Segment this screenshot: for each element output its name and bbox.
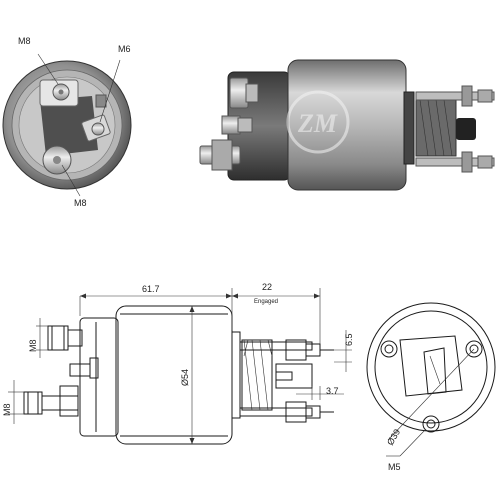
- photo-watermark-text: ZM: [297, 109, 338, 138]
- photo-side-bolt-bottom: [199, 139, 241, 171]
- drawing-terminal-bottom: [23, 385, 79, 417]
- dim-diameter: Ø54: [180, 306, 195, 444]
- dim-offset-small-text: 3.7: [326, 386, 339, 396]
- drawing-terminal-top: [47, 325, 83, 351]
- dim-terminal-bottom-text: M8: [2, 403, 12, 416]
- photo-side-bolt-top: [229, 77, 259, 109]
- dim-terminal-bottom: M8: [2, 380, 24, 424]
- photo-side-bolt-mid: [221, 115, 253, 135]
- photo-label-m8-top: M8: [18, 36, 31, 46]
- drawing-spring: [241, 339, 273, 411]
- photo-label-m8-bottom: M8: [74, 198, 87, 208]
- photo-side-view: ZM: [199, 59, 495, 191]
- dim-mount-thread-text: M5: [388, 462, 401, 472]
- photo-side-spring: [415, 99, 457, 157]
- dim-terminal-top-text: M8: [28, 339, 38, 352]
- dim-offset-top: 6.5: [334, 330, 354, 372]
- dim-offset-small: 3.7: [296, 386, 344, 400]
- photo-label-m6: M6: [118, 44, 131, 54]
- dim-plunger-travel-text: 22: [262, 282, 272, 292]
- photo-watermark: ZM: [286, 90, 350, 154]
- photo-terminal-m6: [81, 94, 111, 142]
- dim-terminal-top: M8: [28, 318, 48, 358]
- dim-body-length: 61.7: [79, 284, 233, 330]
- dim-plunger-travel: 22 Engaged: [232, 282, 321, 344]
- dim-body-length-text: 61.7: [142, 284, 160, 294]
- drawing-end-hole-bottom: [422, 415, 440, 433]
- dim-plunger-note-text: Engaged: [254, 299, 278, 305]
- drawing-end-view: Ø39 M5: [366, 302, 496, 472]
- dim-diameter-text: Ø54: [180, 369, 190, 386]
- dim-bolt-circle-text: Ø39: [385, 427, 402, 447]
- photo-terminal-bottom: [42, 145, 72, 175]
- drawing-end-hole-left: [380, 340, 398, 358]
- photo-terminal-top: [39, 79, 79, 107]
- photo-end-view: M8 M6 M8: [2, 36, 132, 208]
- drawing-end-hole-right: [465, 340, 483, 358]
- drawing-side-view: 61.7 22 Engaged M8 M8 Ø54: [2, 282, 354, 445]
- dim-offset-top-text: 6.5: [344, 333, 354, 346]
